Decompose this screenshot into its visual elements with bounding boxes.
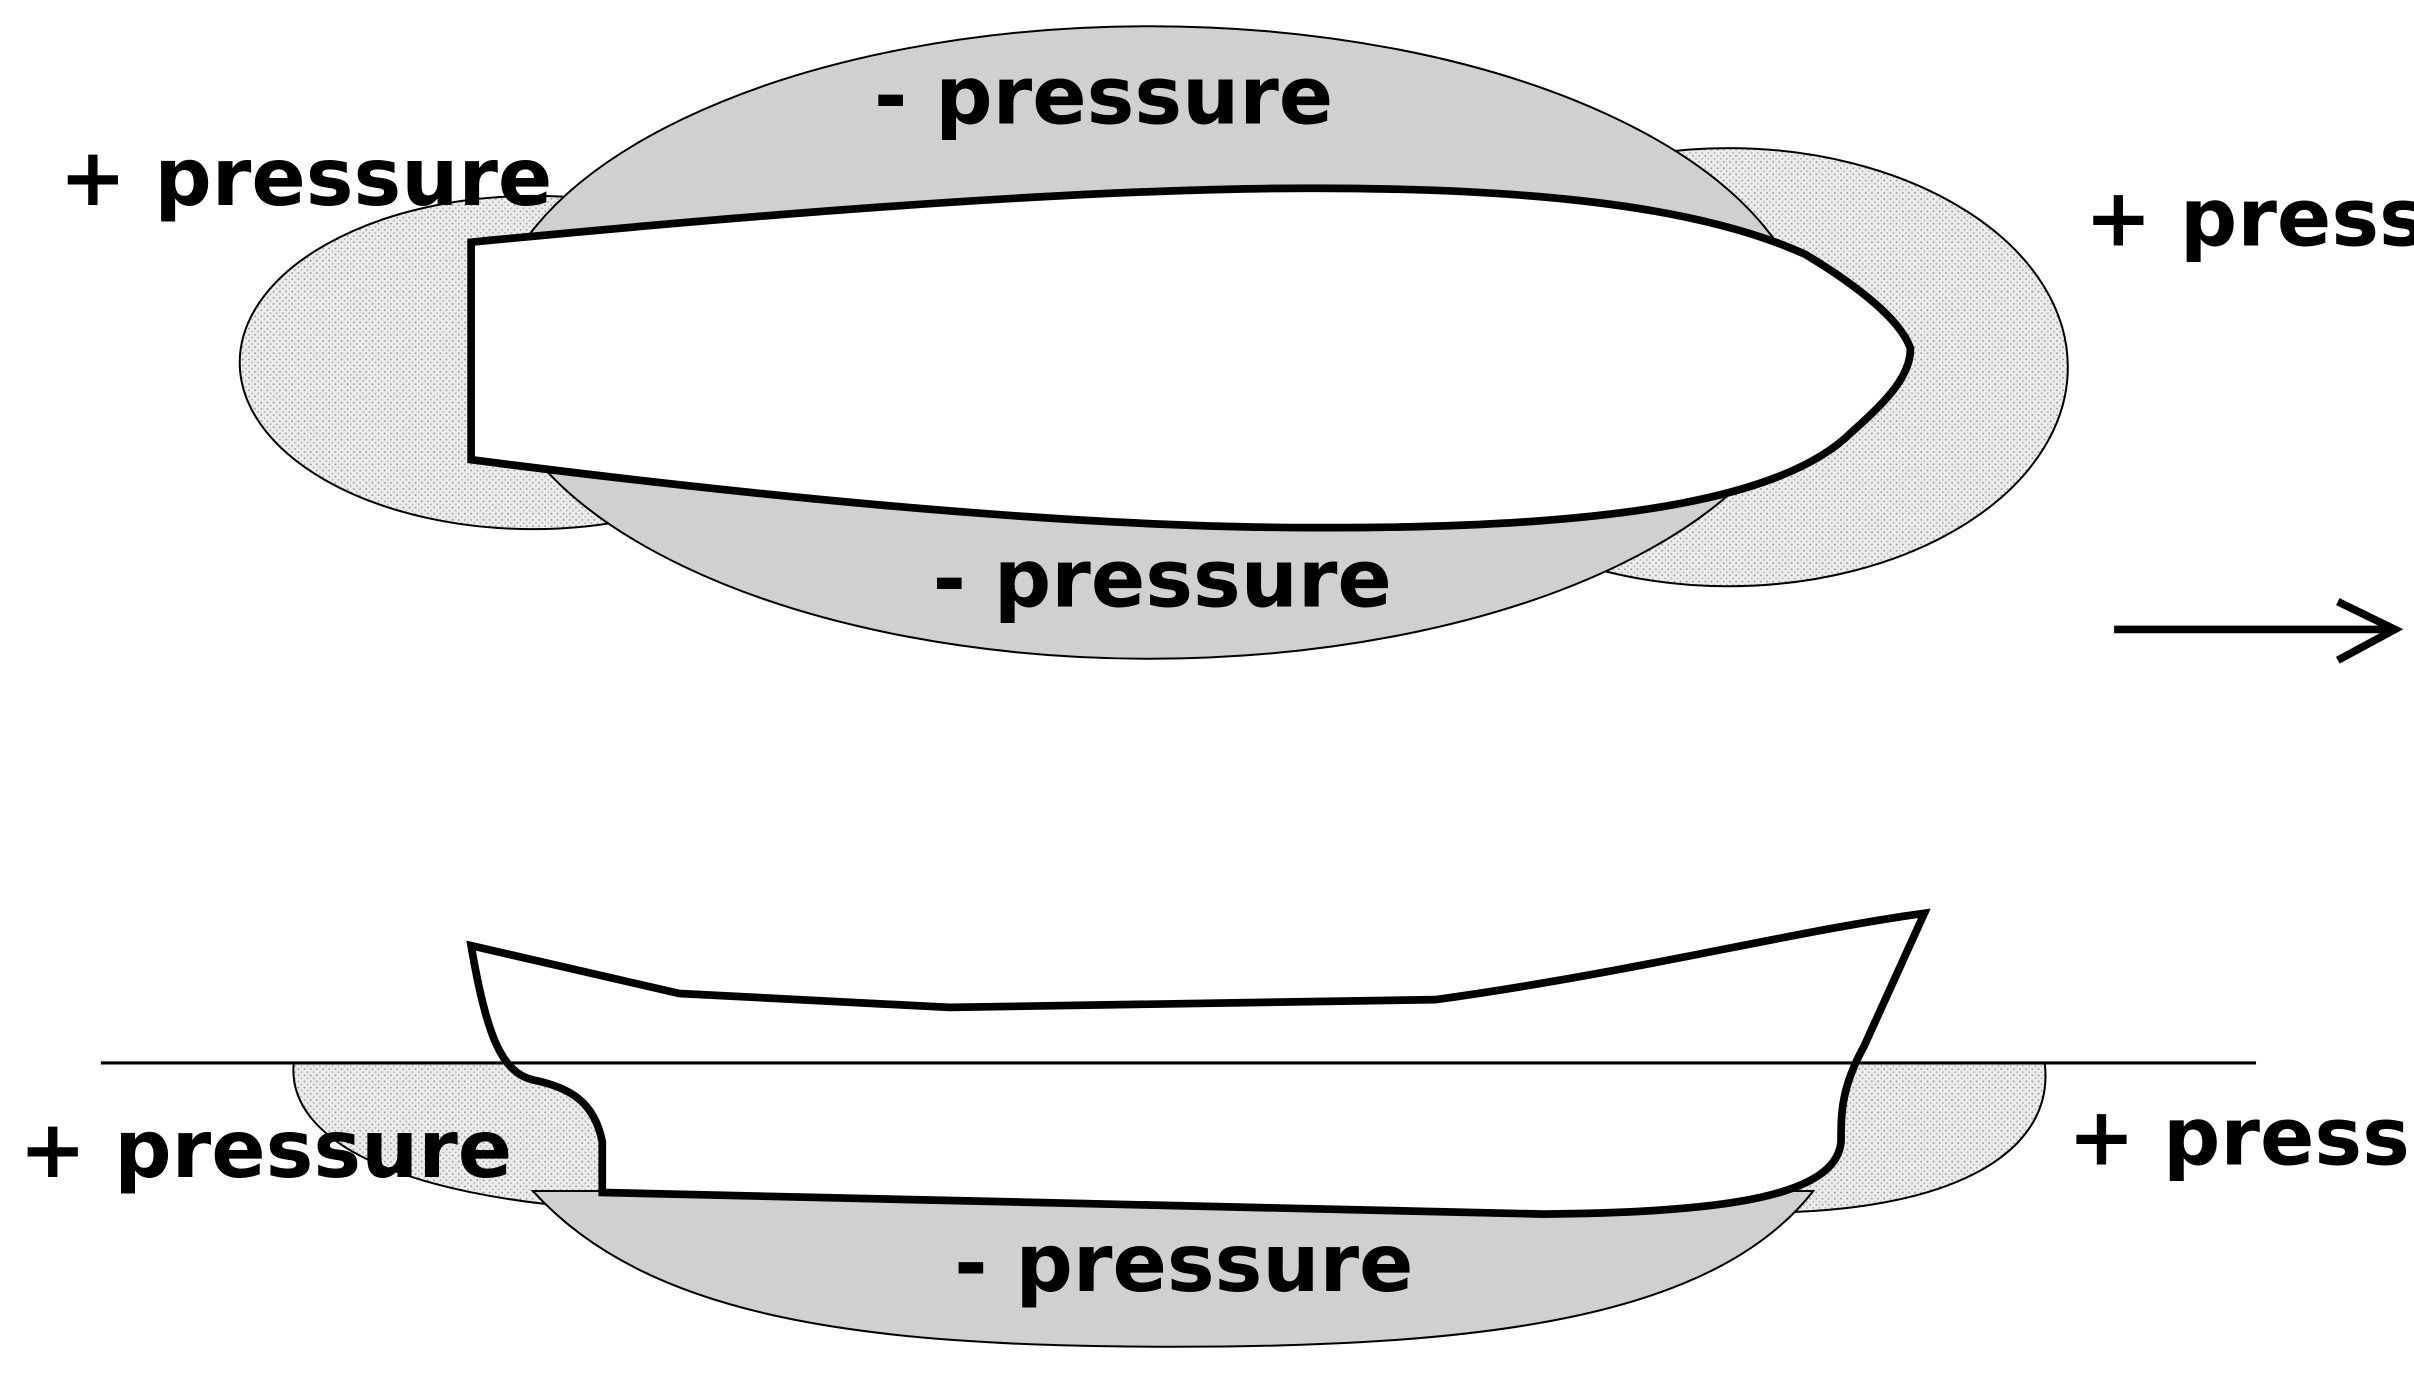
- profile-stern-positive-label: + pressure: [19, 1103, 512, 1196]
- profile-negative-zone: [530, 1189, 1816, 1348]
- plan-stern-positive-label: + pressure: [59, 131, 552, 224]
- plan-view: - pressure - pressure + pressure + press…: [59, 25, 2414, 660]
- profile-bottom-negative-label: - pressure: [954, 1217, 1413, 1310]
- arrow-right-icon: [2114, 598, 2404, 664]
- plan-top-negative-label: - pressure: [874, 49, 1333, 142]
- profile-bow-positive-label: + pressure: [2068, 1091, 2414, 1184]
- plan-bottom-negative-label: - pressure: [933, 532, 1392, 625]
- plan-hull: [467, 184, 1915, 532]
- profile-view: + pressure + pressure - pressure: [19, 908, 2414, 1348]
- plan-bow-positive-label: + pressure: [2085, 171, 2414, 264]
